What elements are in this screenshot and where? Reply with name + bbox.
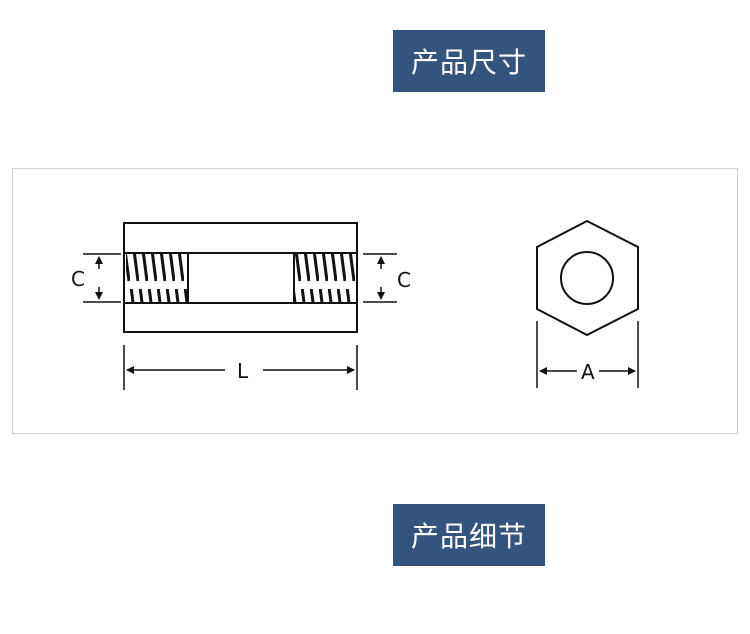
dimension-diagram-panel: C C L A <box>12 168 738 434</box>
right-thread-hatch <box>294 254 355 302</box>
length-dimension <box>123 345 358 390</box>
product-detail-title: 产品细节 <box>410 520 527 553</box>
right-c-label: C <box>397 268 411 292</box>
thread-hole-circle <box>560 251 614 305</box>
product-size-title: 产品尺寸 <box>410 46 527 79</box>
length-label: L <box>237 359 249 383</box>
standoff-side-view <box>123 222 358 333</box>
across-flats-label: A <box>581 360 595 384</box>
left-thread-hatch <box>126 254 188 302</box>
right-c-dimension <box>363 253 397 303</box>
product-size-heading: 产品尺寸 <box>393 30 545 92</box>
left-c-dimension <box>83 253 121 303</box>
across-flats-dimension <box>536 321 639 388</box>
product-detail-heading: 产品细节 <box>393 504 545 566</box>
dimension-diagram: C C L A <box>71 219 639 390</box>
left-c-label: C <box>71 267 85 291</box>
hex-end-view <box>536 219 639 337</box>
hexagon-outline <box>536 219 639 337</box>
